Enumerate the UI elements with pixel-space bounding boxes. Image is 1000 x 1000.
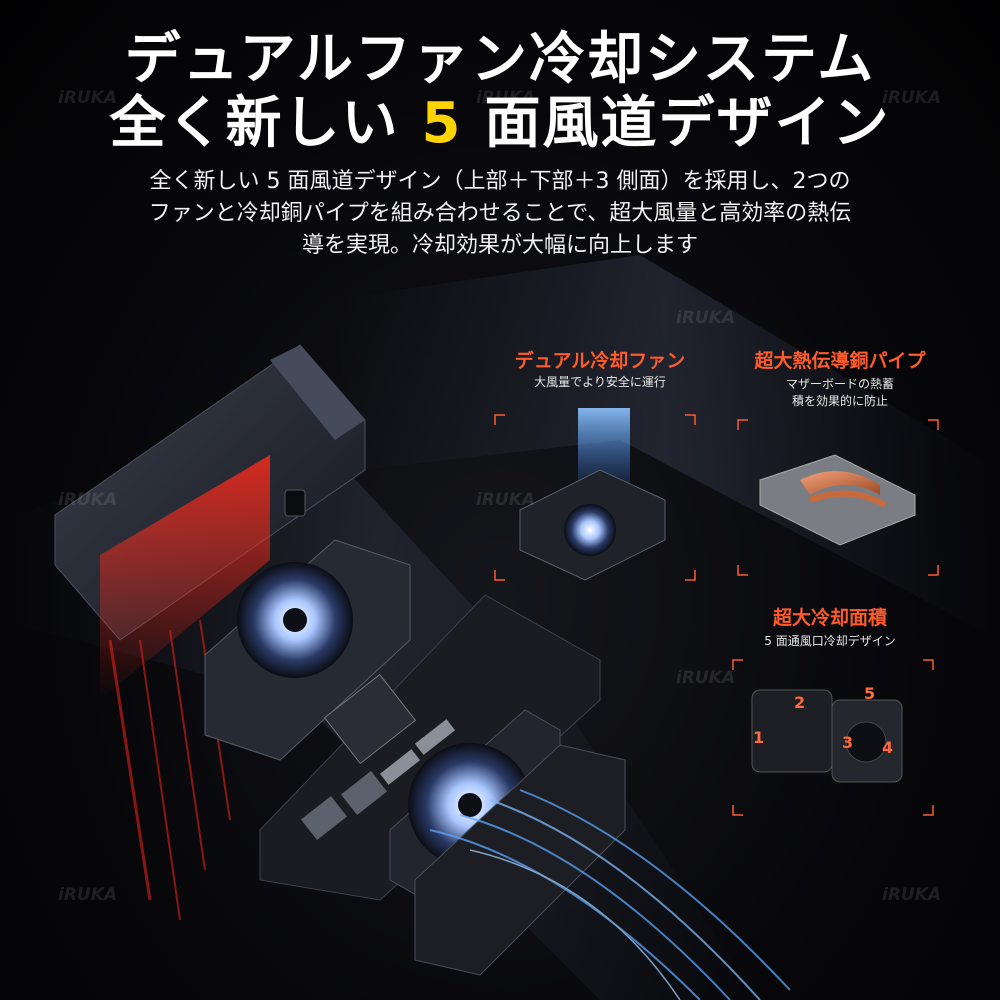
pipe-detail-frame xyxy=(737,419,939,576)
motherboard xyxy=(259,594,601,901)
upper-fan-assembly xyxy=(204,539,411,761)
area-detail-frame xyxy=(732,659,934,816)
area-detail-image xyxy=(751,689,903,783)
heading-prefix: 全く新しい xyxy=(109,91,400,156)
face-number: 4 xyxy=(882,738,894,757)
face-number: 3 xyxy=(842,733,854,752)
feature-pipe-subtitle: マザーボードの熱蓄 積を効果的に防止 xyxy=(735,376,945,410)
watermark-logo: iRUKA xyxy=(676,668,736,688)
heading-suffix: 面風道デザイン xyxy=(484,91,891,156)
watermark-logo: iRUKA xyxy=(476,490,536,510)
feature-area-subtitle: 5 面通風口冷却デザイン xyxy=(764,634,896,648)
watermark-logo: iRUKA xyxy=(882,88,942,108)
watermark-logo: iRUKA xyxy=(882,885,942,905)
pipe-detail-image xyxy=(759,454,916,546)
description-line: 導を実現。冷却効果が大幅に向上します xyxy=(301,233,698,258)
watermark-logo: iRUKA xyxy=(58,88,118,108)
feature-fan-subtitle: 大風量でより安全に運行 xyxy=(534,375,666,389)
watermark-logo: iRUKA xyxy=(58,490,118,510)
watermark-logo: iRUKA xyxy=(676,308,736,328)
description: 全く新しい 5 面風道デザイン（上部＋下部＋3 側面）を採用し、2つの ファンと… xyxy=(80,166,920,262)
fan-detail-image xyxy=(519,408,666,581)
feature-pipe-title: 超大熱伝導銅パイプ xyxy=(754,350,926,372)
cool-airflow-lines xyxy=(429,789,791,1000)
feature-fan-title: デュアル冷却ファン xyxy=(514,350,686,372)
face-number: 2 xyxy=(794,693,806,712)
face-number: 1 xyxy=(753,728,765,747)
fan-detail-frame xyxy=(494,414,696,581)
main-heading-line1: デュアルファン冷却システム xyxy=(124,27,876,92)
feature-area-title: 超大冷却面積 xyxy=(772,607,887,629)
main-heading-line2: 全く新しい 5 面風道デザイン xyxy=(0,92,1000,156)
description-line: 全く新しい 5 面風道デザイン（上部＋下部＋3 側面）を採用し、2つの xyxy=(149,169,851,194)
watermark-logo: iRUKA xyxy=(58,885,118,905)
description-line: ファンと冷却銅パイプを組み合わせることで、超大風量と高効率の熱伝 xyxy=(148,201,852,226)
feature-pipe-subtitle-line: マザーボードの熱蓄 xyxy=(785,377,894,391)
face-number: 5 xyxy=(864,684,876,703)
bottom-plate xyxy=(414,744,626,976)
feature-pipe-subtitle-line: 積を効果的に防止 xyxy=(791,394,888,408)
watermark-logo: iRUKA xyxy=(476,88,536,108)
heading-number: 5 xyxy=(421,91,463,156)
mini-pc-top-case xyxy=(54,344,366,700)
